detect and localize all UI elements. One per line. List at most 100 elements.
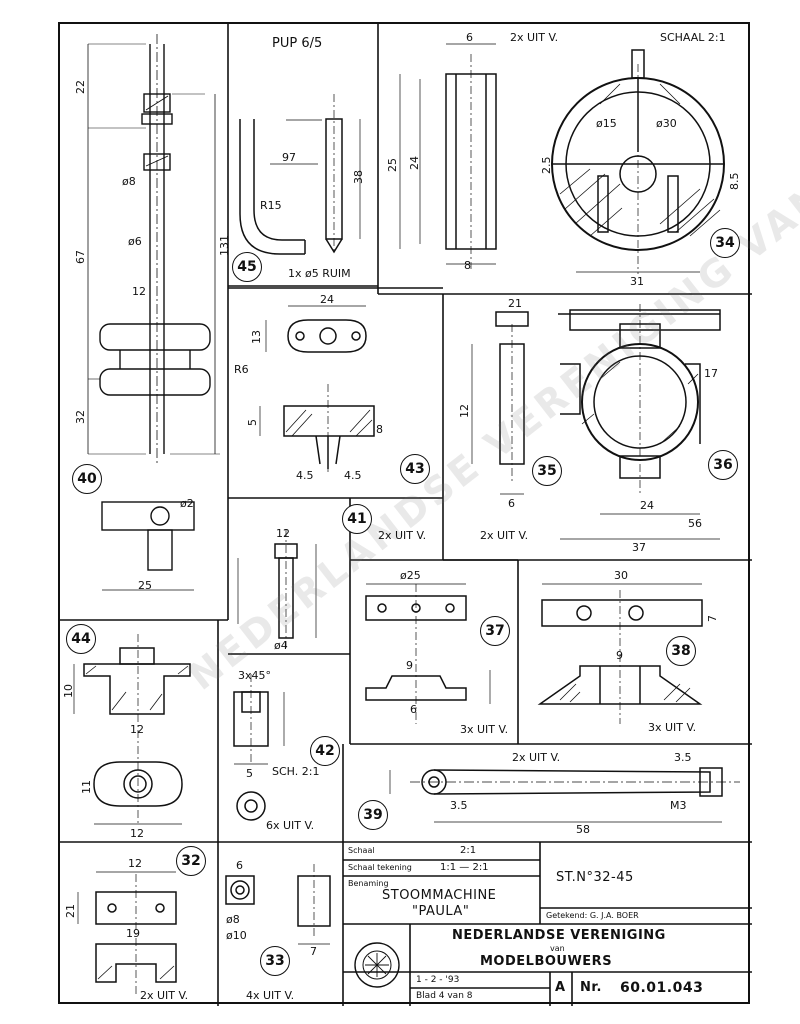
dim-label: 9 bbox=[616, 649, 623, 662]
technical-drawing bbox=[60, 24, 752, 1006]
dim-label: 13 bbox=[250, 330, 263, 344]
dim-label: ø30 bbox=[656, 117, 677, 130]
part-45-title: PUP 6/5 bbox=[272, 36, 323, 51]
part-37-note: 3x UIT V. bbox=[460, 723, 509, 736]
part-number-42: 42 bbox=[310, 736, 340, 766]
tb-name-label: Benaming bbox=[348, 879, 389, 888]
dim-label: ø25 bbox=[400, 569, 421, 582]
part-45-note: 1x ø5 RUIM bbox=[288, 267, 351, 280]
dim-label: 8.5 bbox=[728, 172, 741, 191]
dim-label: 31 bbox=[630, 275, 644, 288]
dim-label: ø2 bbox=[180, 497, 194, 510]
dim-label: 25 bbox=[138, 579, 152, 592]
dim-label: 21 bbox=[64, 904, 77, 918]
dim-label: 56 bbox=[688, 517, 702, 530]
dim-label: 30 bbox=[614, 569, 628, 582]
part-number-44: 44 bbox=[66, 624, 96, 654]
part-number-45: 45 bbox=[232, 252, 262, 282]
dim-label: 5 bbox=[246, 419, 259, 426]
dim-label: 6 bbox=[466, 31, 473, 44]
tb-sheet-ref: ST.N°32-45 bbox=[556, 870, 634, 885]
dim-label: ø8 bbox=[226, 913, 240, 926]
tb-date: 1 - 2 - '93 bbox=[416, 975, 460, 985]
part-34-note: 2x UIT V. bbox=[510, 31, 559, 44]
part-number-32: 32 bbox=[176, 846, 206, 876]
dim-label: 6 bbox=[508, 497, 515, 510]
dim-label: ø6 bbox=[128, 235, 142, 248]
tb-format: A bbox=[555, 980, 566, 995]
tb-drawn-by: Getekend: G. J.A. BOER bbox=[546, 911, 639, 920]
dim-label: 24 bbox=[320, 293, 334, 306]
dim-label: 2.5 bbox=[540, 156, 553, 175]
dim-label: ø8 bbox=[122, 175, 136, 188]
dim-label: 9 bbox=[406, 659, 413, 672]
dim-label: 19 bbox=[126, 927, 140, 940]
tb-org-line3: MODELBOUWERS bbox=[480, 954, 613, 969]
part-number-37: 37 bbox=[480, 616, 510, 646]
part-41-note: 2x UIT V. bbox=[378, 529, 427, 542]
tb-drawing-scale-label: Schaal tekening bbox=[348, 863, 412, 872]
dim-label: 3.5 bbox=[674, 751, 692, 764]
dim-label: 6 bbox=[410, 703, 417, 716]
part-number-38: 38 bbox=[666, 636, 696, 666]
dim-label: 38 bbox=[352, 170, 365, 184]
part-number-35: 35 bbox=[532, 456, 562, 486]
scale-label: SCHAAL 2:1 bbox=[660, 31, 726, 44]
tb-nr-label: Nr. bbox=[580, 980, 602, 995]
part-42-scale: SCH. 2:1 bbox=[272, 765, 320, 778]
dim-label: 7 bbox=[706, 615, 719, 622]
dim-label: 37 bbox=[632, 541, 646, 554]
dim-label: 4.5 bbox=[296, 469, 314, 482]
dim-label: 12 bbox=[128, 857, 142, 870]
dim-label: 11 bbox=[80, 780, 93, 794]
tb-blad: Blad 4 van 8 bbox=[416, 991, 473, 1001]
dim-label: 7 bbox=[310, 945, 317, 958]
dim-label: 97 bbox=[282, 151, 296, 164]
dim-label: 17 bbox=[704, 367, 718, 380]
tb-org-line1: NEDERLANDSE VERENIGING bbox=[452, 928, 666, 943]
part-number-43: 43 bbox=[400, 454, 430, 484]
drawing-sheet: NEDERLANDSE VERENIGING VAN MODELBOUWERS … bbox=[58, 0, 800, 1006]
dim-label: 5 bbox=[246, 767, 253, 780]
dim-label: 22 bbox=[74, 80, 87, 94]
part-32-note: 2x UIT V. bbox=[140, 989, 189, 1002]
tb-name-line1: STOOMMACHINE bbox=[382, 888, 497, 903]
part-number-34: 34 bbox=[710, 228, 740, 258]
part-35-note: 2x UIT V. bbox=[480, 529, 529, 542]
dim-label: 8 bbox=[464, 259, 471, 272]
part-33-note: 4x UIT V. bbox=[246, 989, 295, 1002]
dim-label: 12 bbox=[132, 285, 146, 298]
dim-label: 24 bbox=[408, 156, 421, 170]
dim-label: 6 bbox=[236, 859, 243, 872]
dim-label: 67 bbox=[74, 250, 87, 264]
dim-label: 131 bbox=[218, 235, 231, 256]
dim-label: 8 bbox=[376, 423, 383, 436]
tb-drawing-scale-value: 1:1 — 2:1 bbox=[440, 862, 489, 873]
part-number-40: 40 bbox=[72, 464, 102, 494]
dim-label: R6 bbox=[234, 363, 249, 376]
dim-label: 10 bbox=[62, 684, 75, 698]
dim-label: 12 bbox=[130, 827, 144, 840]
dim-label: M3 bbox=[670, 799, 687, 812]
dim-label: 24 bbox=[640, 499, 654, 512]
dim-label: ø10 bbox=[226, 929, 247, 942]
dim-label: 4.5 bbox=[344, 469, 362, 482]
dim-label: 25 bbox=[386, 158, 399, 172]
dim-label: R15 bbox=[260, 199, 282, 212]
dim-label: 3.5 bbox=[450, 799, 468, 812]
tb-scale-label: Schaal bbox=[348, 846, 375, 855]
dim-label: 58 bbox=[576, 823, 590, 836]
dim-label: 32 bbox=[74, 410, 87, 424]
part-42-note: 6x UIT V. bbox=[266, 819, 315, 832]
part-number-33: 33 bbox=[260, 946, 290, 976]
tb-org-line2: van bbox=[550, 944, 565, 953]
dim-label: ø4 bbox=[274, 639, 288, 652]
part-39-note: 2x UIT V. bbox=[512, 751, 561, 764]
dim-label: 12 bbox=[130, 723, 144, 736]
dim-label: ø15 bbox=[596, 117, 617, 130]
tb-name-line2: "PAULA" bbox=[412, 904, 470, 919]
dim-label: 3x45° bbox=[238, 669, 272, 682]
part-number-39: 39 bbox=[358, 800, 388, 830]
tb-scale-value: 2:1 bbox=[460, 845, 477, 856]
tb-nr-value: 60.01.043 bbox=[620, 980, 704, 996]
